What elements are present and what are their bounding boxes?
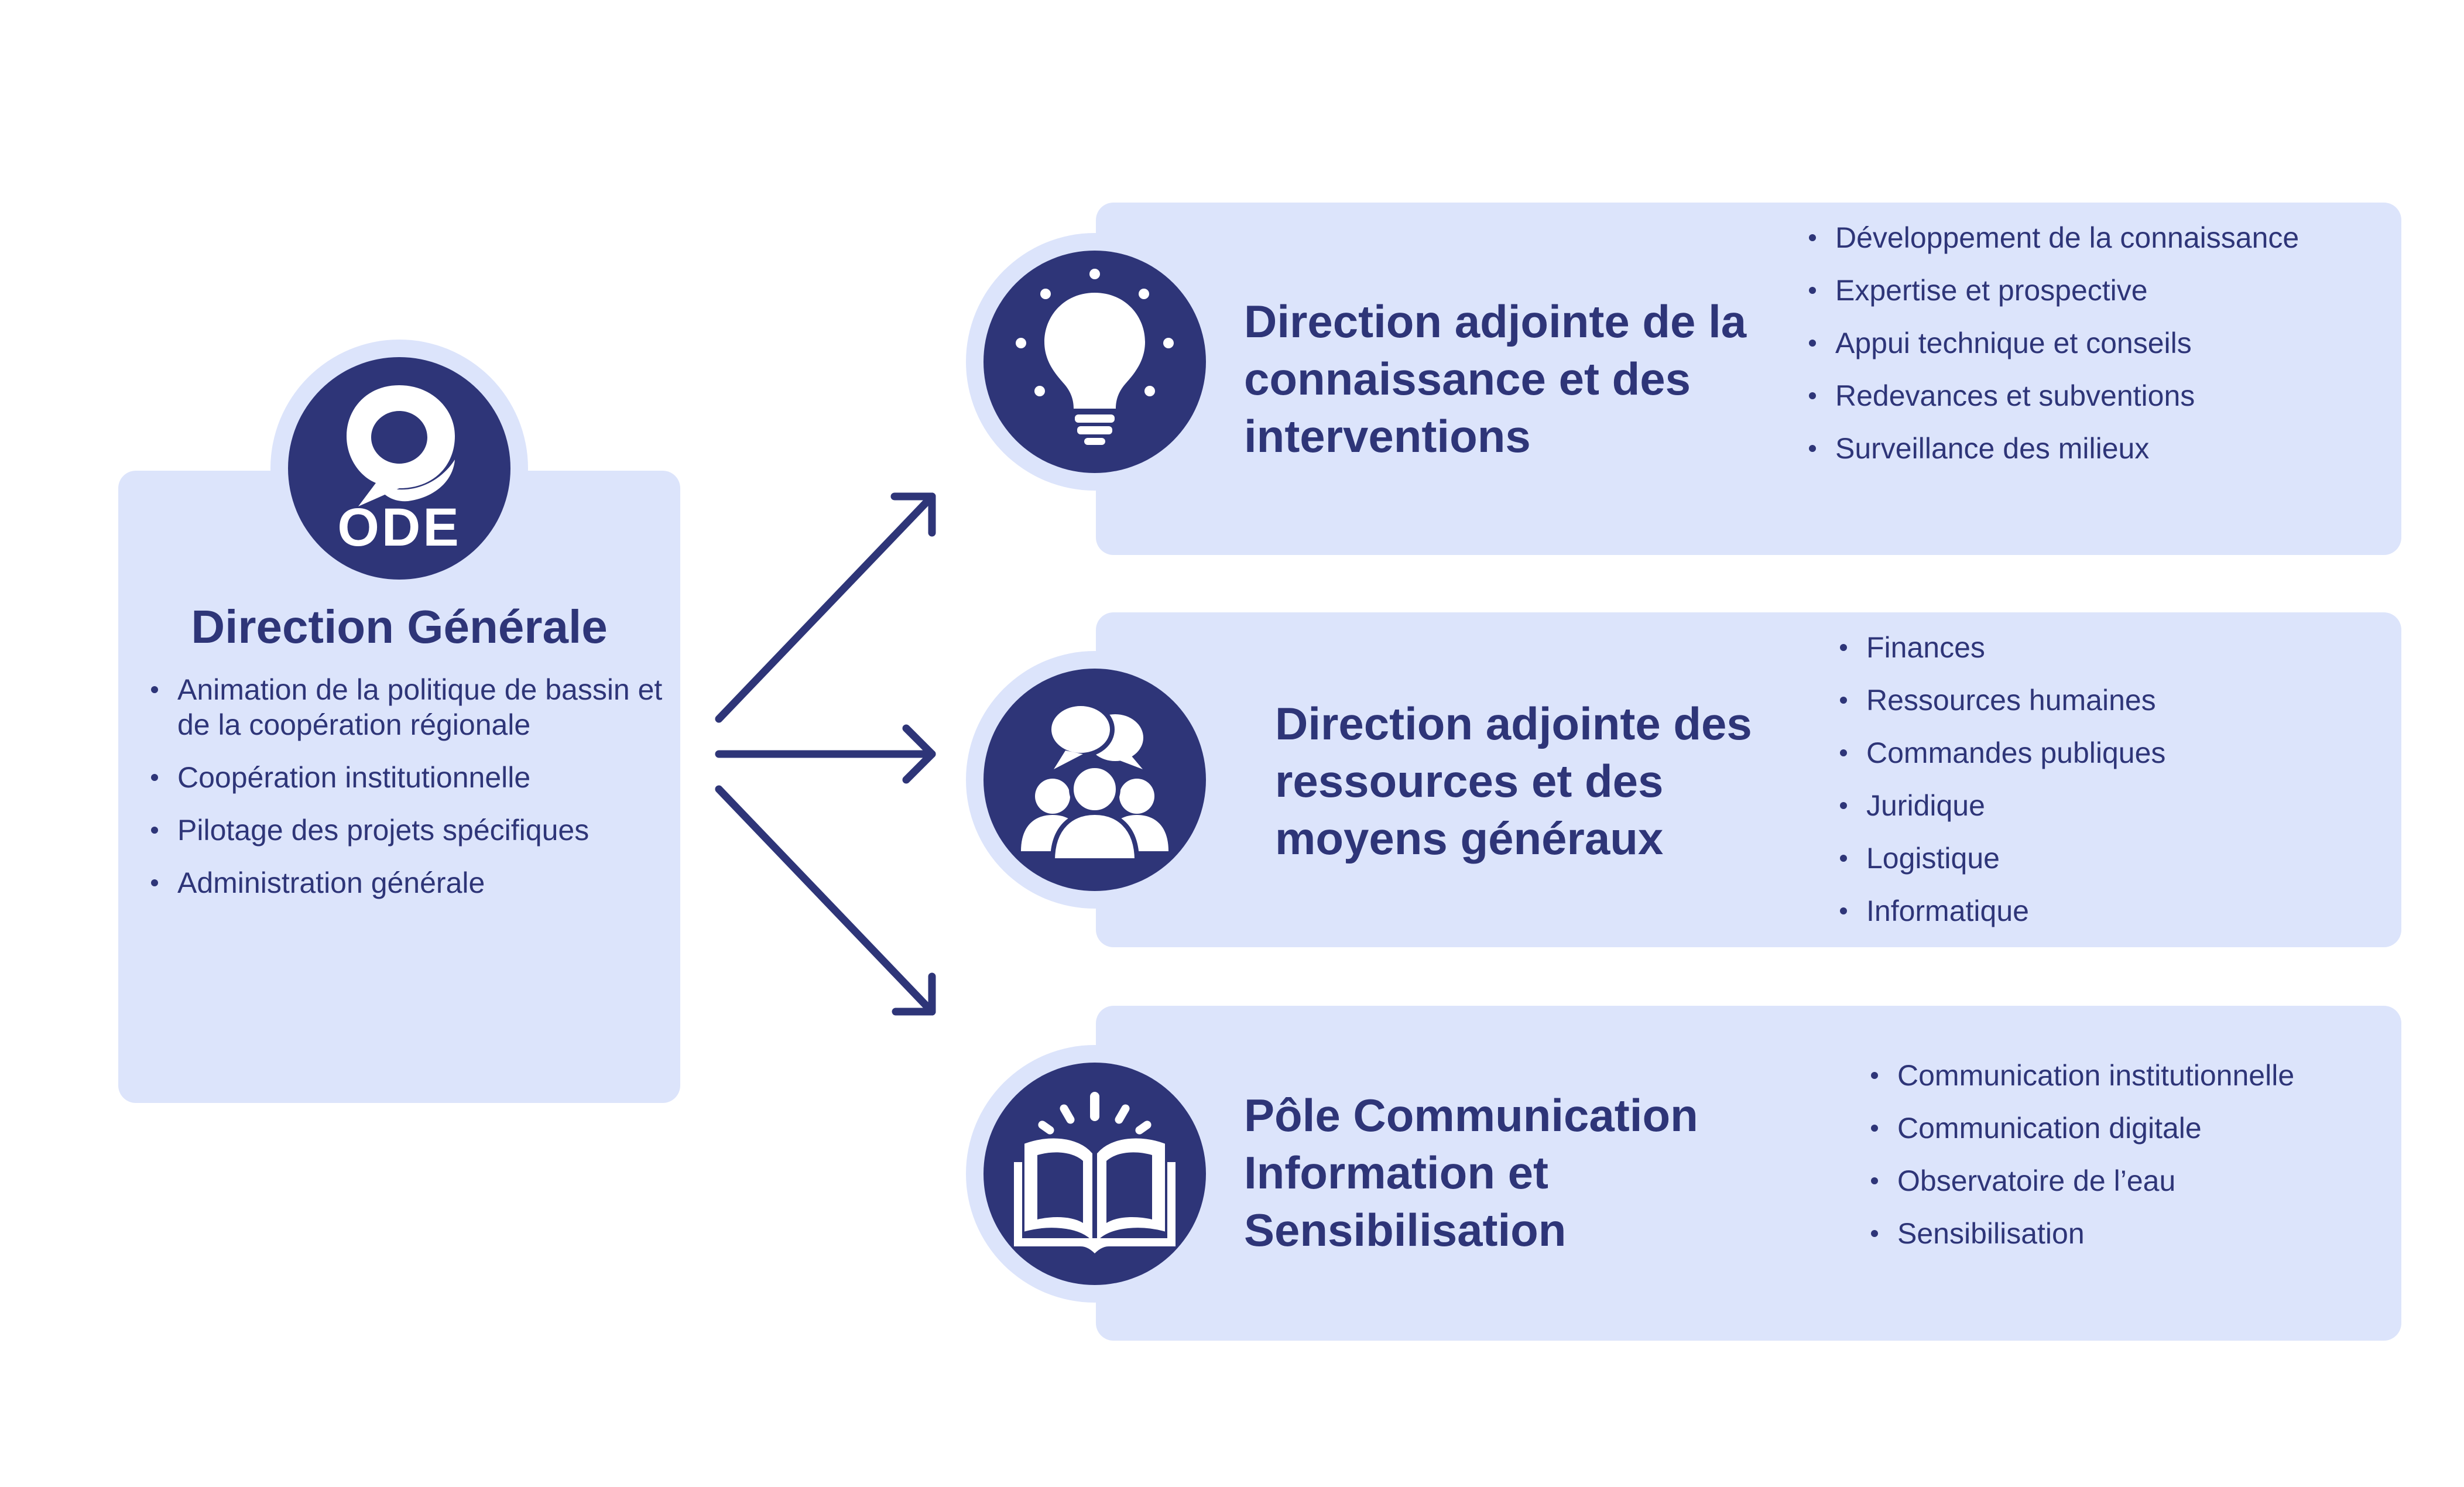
- unit-1-panel: [1096, 203, 2401, 555]
- open-book-icon: [1014, 1092, 1176, 1253]
- logo-wordmark: ODE: [337, 498, 461, 557]
- unit-3-panel: [1096, 1006, 2401, 1341]
- arrow-to-unit-3: [715, 785, 936, 1016]
- list-item: Observatoire de l’eau: [1871, 1163, 2386, 1198]
- list-item: Informatique: [1840, 893, 2367, 928]
- list-item: Communication digitale: [1871, 1111, 2386, 1146]
- list-item: Administration générale: [151, 865, 666, 900]
- list-item: Sensibilisation: [1871, 1216, 2386, 1251]
- list-item: Communication institutionnelle: [1871, 1058, 2386, 1093]
- list-item: Animation de la politique de bassin et d…: [151, 672, 666, 742]
- list-item: Coopération institutionnelle: [151, 760, 666, 795]
- list-item: Ressources humaines: [1840, 683, 2367, 718]
- list-item: Redevances et subventions: [1809, 378, 2371, 413]
- unit-1-title: Direction adjointe de la connaissance et…: [1244, 296, 1747, 462]
- unit-2-panel: [1096, 612, 2401, 947]
- ode-logo: ODE: [288, 357, 510, 580]
- unit-1-list: Développement de la connaissance Experti…: [1809, 220, 2371, 484]
- list-item: Développement de la connaissance: [1809, 220, 2371, 255]
- list-item: Expertise et prospective: [1809, 273, 2371, 308]
- list-item: Pilotage des projets spécifiques: [151, 813, 666, 848]
- list-item: Juridique: [1840, 788, 2367, 823]
- unit-3-title: Pôle Communication Information et Sensib…: [1244, 1089, 1698, 1256]
- list-item: Surveillance des milieux: [1809, 431, 2371, 466]
- arrow-to-unit-1: [715, 492, 936, 723]
- unit-2-title: Direction adjointe des ressources et des…: [1275, 698, 1752, 864]
- ode-logo-icon: ODE: [337, 385, 461, 557]
- team-chat-icon: [1021, 701, 1168, 863]
- unit-2-list: Finances Ressources humaines Commandes p…: [1840, 630, 2367, 946]
- list-item: Finances: [1840, 630, 2367, 665]
- lightbulb-icon: [1016, 269, 1174, 445]
- list-item: Logistique: [1840, 841, 2367, 876]
- unit-3-badge: [983, 1063, 1206, 1285]
- direction-generale-title: Direction Générale: [191, 601, 608, 653]
- list-item: Commandes publiques: [1840, 735, 2367, 770]
- unit-3-list: Communication institutionnelle Communica…: [1871, 1058, 2386, 1269]
- list-item: Appui technique et conseils: [1809, 326, 2371, 361]
- unit-1-badge: [983, 251, 1206, 473]
- direction-generale-list: Animation de la politique de bassin et d…: [151, 672, 666, 918]
- unit-2-badge: [983, 669, 1206, 891]
